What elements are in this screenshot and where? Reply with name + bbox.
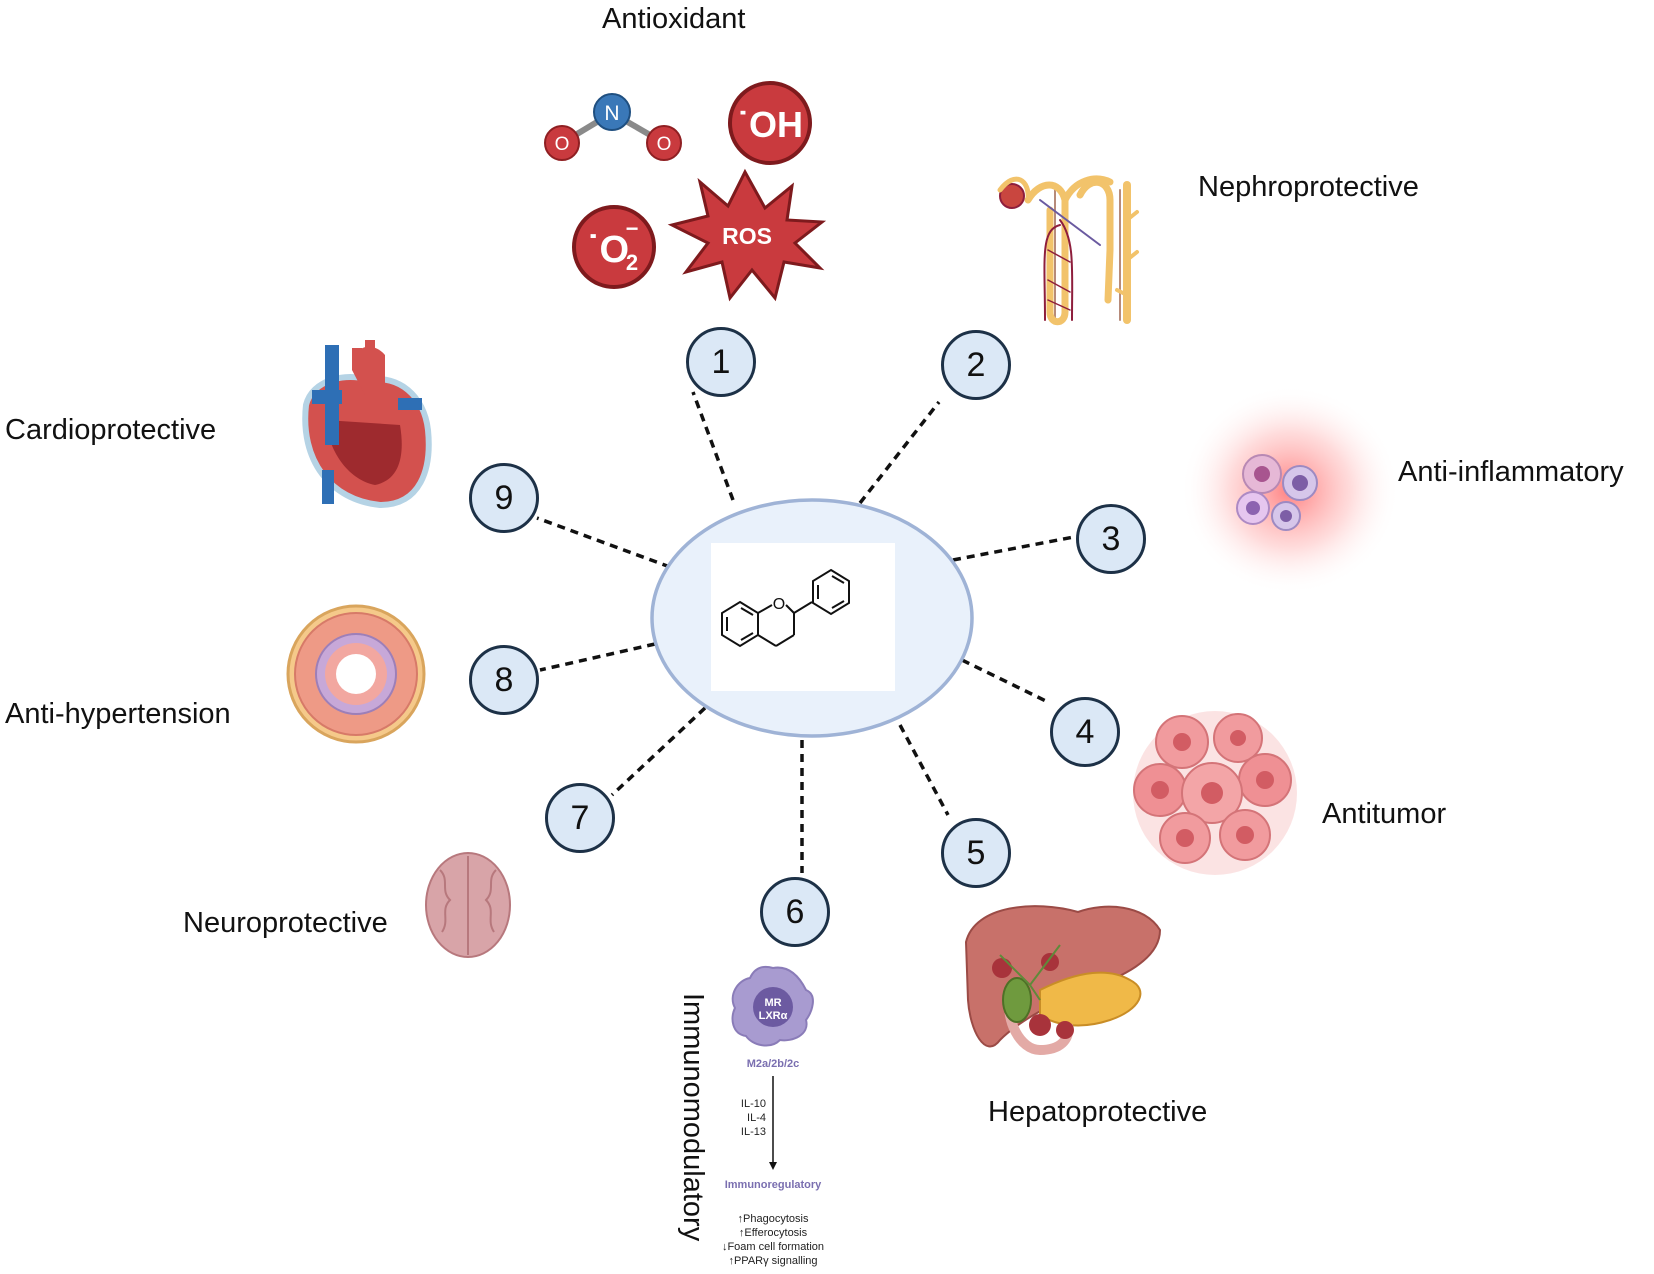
node-6: 6 (760, 877, 830, 947)
svg-text:˙OH: ˙OH (737, 104, 803, 145)
node-9: 9 (469, 463, 539, 533)
flavan-structure (721, 568, 850, 648)
node-7: 7 (545, 783, 615, 853)
inflammation-icon (1180, 385, 1400, 595)
label-nephroprotective: Nephroprotective (1198, 171, 1419, 203)
svg-text:N: N (604, 102, 619, 125)
ros-burst (667, 168, 827, 302)
connectors (536, 391, 1075, 873)
svg-text:O: O (555, 134, 570, 155)
connector-8 (539, 642, 656, 672)
svg-text:−: − (626, 216, 639, 241)
immuno-cytokines: IL-10 IL-4 IL-13 (734, 1097, 766, 1139)
immuno-effects: ↑Phagocytosis ↑Efferocytosis ↓Foam cell … (707, 1212, 839, 1268)
connector-2 (858, 400, 941, 505)
node-4: 4 (1050, 697, 1120, 767)
svg-text:ROS: ROS (722, 223, 772, 249)
effect-item: ↑Efferocytosis (738, 1227, 808, 1239)
nephron-icon (997, 175, 1139, 326)
svg-text:MR: MR (764, 997, 781, 1009)
artery-icon (286, 604, 426, 744)
node-2: 2 (941, 330, 1011, 400)
label-antitumor: Antitumor (1322, 798, 1447, 830)
hydroxyl-radical (728, 81, 812, 165)
cytokine-item: IL-4 (747, 1112, 766, 1124)
macrophage-icon: MR LXRα (731, 965, 814, 1170)
connector-4 (961, 658, 1051, 705)
label-anti-hypertension: Anti-hypertension (5, 698, 231, 730)
immuno-subtype: M2a/2b/2c (746, 1058, 800, 1070)
label-cardioprotective: Cardioprotective (5, 414, 217, 446)
cytokine-item: IL-10 (740, 1098, 766, 1110)
svg-text:LXRα: LXRα (759, 1010, 788, 1022)
label-anti-inflammatory: Anti-inflammatory (1398, 456, 1624, 488)
node-8: 8 (469, 645, 539, 715)
label-hepatoprotective: Hepatoprotective (988, 1096, 1208, 1128)
node-5: 5 (941, 818, 1011, 888)
effect-item: ↑Phagocytosis (737, 1213, 809, 1225)
node-1: 1 (686, 327, 756, 397)
connector-7 (610, 706, 707, 797)
liver-icon (964, 905, 1162, 1056)
brain-icon (425, 852, 511, 958)
superoxide-radical (572, 205, 656, 289)
central-molecule: O (650, 498, 974, 738)
svg-text:2: 2 (626, 250, 638, 275)
effect-item: ↓Foam cell formation (721, 1241, 825, 1253)
connector-9 (536, 516, 671, 569)
svg-text:˙O: ˙O (587, 229, 629, 271)
connector-1 (691, 391, 735, 501)
node-3: 3 (1076, 504, 1146, 574)
tumor-icon (1133, 711, 1297, 875)
label-neuroprotective: Neuroprotective (183, 907, 388, 939)
immuno-outcome: Immunoregulatory (724, 1179, 822, 1191)
connector-3 (952, 535, 1075, 562)
connector-5 (898, 724, 950, 816)
no2-oxygen-left (544, 125, 580, 161)
effect-item: ↑PPARγ signalling (728, 1255, 818, 1267)
structure-panel (711, 543, 895, 691)
no2-nitrogen (593, 93, 631, 131)
heart-icon (302, 340, 432, 509)
no2-oxygen-right (646, 125, 682, 161)
svg-text:O: O (657, 134, 672, 155)
antioxidant-icons: O N O ˙OH ˙O 2 − ROS (544, 81, 827, 302)
structure-oxygen: O (773, 596, 785, 613)
label-antioxidant: Antioxidant (602, 3, 746, 35)
label-immunomodulatory: Immunomodulatory (677, 993, 709, 1242)
cytokine-item: IL-13 (740, 1126, 766, 1138)
